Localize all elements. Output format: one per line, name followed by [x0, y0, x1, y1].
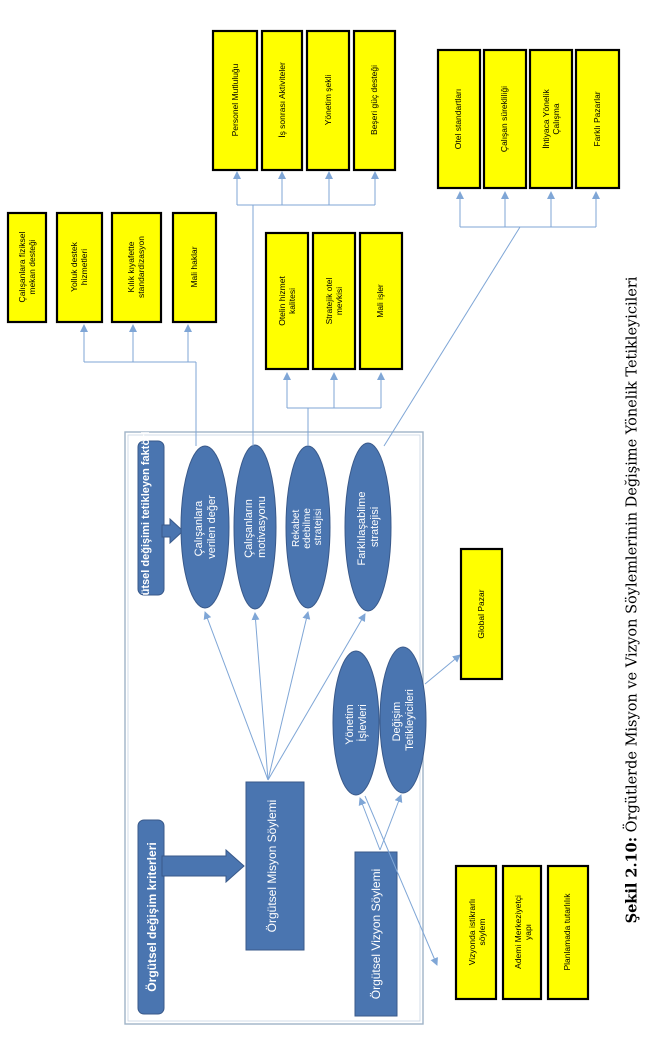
ellipse-rekabet-line1: Rekabet	[291, 510, 302, 547]
vision-box: Örgütsel Vizyon Söylemi	[354, 851, 398, 1017]
box-otel-standartlari: Otel standartları	[436, 48, 482, 190]
ellipse-motivasyon: Çalışanların motivasyonu	[233, 444, 277, 610]
tree-group-3	[283, 372, 385, 446]
box-yolluk: Yolluk destekhizmetleri	[55, 211, 104, 324]
ellipse-calisanlara-line2: verilen değer	[206, 495, 218, 559]
box-planlamada: Planlamada tutarlılık	[546, 864, 590, 1001]
box-mali-haklar-text: Mali haklar	[189, 246, 199, 287]
ellipse-yonetim-line2: İşlevleri	[356, 704, 369, 741]
ellipse-degisim: Değişim Tetikleyicileri	[379, 646, 427, 794]
vision-title: Örgütsel Vizyon Söylemi	[369, 869, 383, 1000]
ellipse-motivasyon-line2: motivasyonu	[256, 496, 268, 558]
tree-group-4	[383, 191, 600, 447]
box-calisan-surekliligi: Çalışan sürekliliği	[482, 48, 528, 190]
box-yonetim-sekli: Yönetim şekli	[305, 29, 351, 172]
left-criteria-title: Örgütsel değişim kriterleri	[144, 842, 159, 991]
box-kilik: Kılık kıyafettestandardizasyon	[110, 211, 163, 324]
ellipse-rekabet: Rekabet edebilme stratejisi	[285, 445, 331, 609]
box-farkli-pazarlar-text: Farklı Pazarlar	[592, 91, 602, 146]
box-mali-isler: Mali işler	[358, 231, 404, 371]
ellipse-degisim-line2: Tetikleyicileri	[404, 689, 416, 751]
box-beseri: Beşeri güç desteği	[352, 29, 397, 172]
svg-text:Yönetim İşlevleri: Yönetim İşlevleri	[344, 701, 369, 744]
box-farkli-pazarlar: Farklı Pazarlar	[574, 48, 621, 190]
box-otel-standartlari-text: Otel standartları	[453, 89, 463, 149]
box-is-sonrasi: İş sonrası Aktiviteler	[260, 29, 304, 172]
left-criteria-bar: Örgütsel değişim kriterleri	[137, 819, 165, 1015]
box-personel: Personel Mutluluğu	[211, 29, 259, 172]
box-vizyonda: Vizyonda istikrarlısöylem	[454, 864, 498, 1001]
ellipse-degisim-line1: Değişim	[391, 702, 403, 742]
ellipse-rekabet-line3: stratejisi	[313, 509, 324, 546]
ellipse-calisanlara-line1: Çalışanlara	[193, 500, 205, 557]
ellipse-yonetim-line1: Yönetim	[344, 704, 356, 744]
svg-text:Kılık kıyafettestandardizasyon: Kılık kıyafettestandardizasyon	[126, 236, 146, 298]
ellipse-rekabet-line2: edebilme	[302, 508, 313, 549]
ellipse-motivasyon-line1: Çalışanların	[243, 499, 255, 558]
factors-arrow	[161, 517, 184, 545]
caption-label: Şekil 2.10:	[623, 836, 641, 924]
svg-text:Vizyonda istikrarlısöylem: Vizyonda istikrarlısöylem	[467, 899, 487, 965]
mission-box: Örgütsel Misyon Söylemi	[245, 781, 305, 951]
figure-caption: Şekil 2.10: Örgütlerde Misyon ve Vizyon …	[624, 200, 641, 1000]
svg-text:Değişim Tetikleyicileri: Değişim Tetikleyicileri	[391, 689, 416, 751]
box-calisanlara-fiziksel: Çalışanlara fizikselmekan desteği	[6, 211, 48, 324]
svg-text:Çalışanlara fizikselmekan dest: Çalışanlara fizikselmekan desteği	[17, 231, 37, 302]
svg-text:Yolluk destekhizmetleri: Yolluk destekhizmetleri	[69, 241, 89, 292]
ellipse-yonetim: Yönetim İşlevleri	[332, 650, 380, 796]
box-is-sonrasi-text: İş sonrası Aktiviteler	[277, 62, 287, 138]
tree-group-2	[233, 171, 379, 446]
ellipse-calisanlara: Çalışanlara verilen değer	[180, 445, 230, 609]
svg-text:Rekabet edebilme s: Rekabet edebilme stratejisi	[291, 505, 324, 548]
ellipse-farklilasabilme: Farklılaşabilme stratejisi	[344, 442, 392, 612]
box-mali-isler-text: Mali işler	[375, 284, 385, 318]
ellipse-farklilasabilme-line2: stratejisi	[369, 507, 381, 547]
right-factors-bar: Örgütsel değişimi tetikleyen faktörler	[137, 420, 165, 615]
mission-title: Örgütsel Misyon Söylemi	[265, 800, 279, 933]
svg-text:İhtiyaca YönelikÇalışma: İhtiyaca YönelikÇalışma	[541, 89, 561, 149]
svg-text:Stratejik otelmevkisi: Stratejik otelmevkisi	[324, 278, 344, 325]
box-personel-text: Personel Mutluluğu	[230, 63, 240, 136]
ellipse-farklilasabilme-line1: Farklılaşabilme	[356, 492, 368, 566]
caption-text: Örgütlerde Misyon ve Vizyon Söylemlerini…	[624, 276, 641, 837]
box-ademi: Ademi Merkeziyetçiyapı	[501, 864, 543, 1001]
svg-text:Çalışanlara verilen değe: Çalışanlara verilen değer	[193, 495, 218, 559]
box-yonetim-sekli-text: Yönetim şekli	[323, 75, 333, 126]
box-planlamada-text: Planlamada tutarlılık	[562, 893, 572, 971]
figure-caption-wrap: Şekil 2.10: Örgütlerde Misyon ve Vizyon …	[612, 200, 650, 1000]
tree-group-1	[80, 324, 197, 446]
svg-text:Çalışanların motivasyonu: Çalışanların motivasyonu	[243, 496, 268, 558]
criteria-arrow	[161, 848, 245, 884]
svg-text:Farklılaşabilme strateji: Farklılaşabilme stratejisi	[356, 488, 381, 565]
mission-connectors	[203, 611, 461, 966]
box-ihtiyaca: İhtiyaca YönelikÇalışma	[528, 48, 574, 190]
box-mali-haklar: Mali haklar	[171, 211, 218, 324]
box-beseri-text: Beşeri güç desteği	[369, 65, 379, 135]
box-global-pazar: Global Pazar	[459, 547, 504, 681]
svg-text:Ademi Merkeziyetçiyapı: Ademi Merkeziyetçiyapı	[513, 895, 533, 969]
box-otelin-hizmet: Otelin hizmetkalitesi	[264, 231, 310, 371]
right-factors-title: Örgütsel değişimi tetikleyen faktörler	[139, 420, 152, 615]
box-stratejik-otel: Stratejik otelmevkisi	[311, 231, 357, 371]
box-global-pazar-text: Global Pazar	[476, 589, 486, 638]
box-calisan-surekliligi-text: Çalışan sürekliliği	[499, 86, 509, 152]
svg-text:Otelin hizmetkalitesi: Otelin hizmetkalitesi	[277, 276, 297, 326]
